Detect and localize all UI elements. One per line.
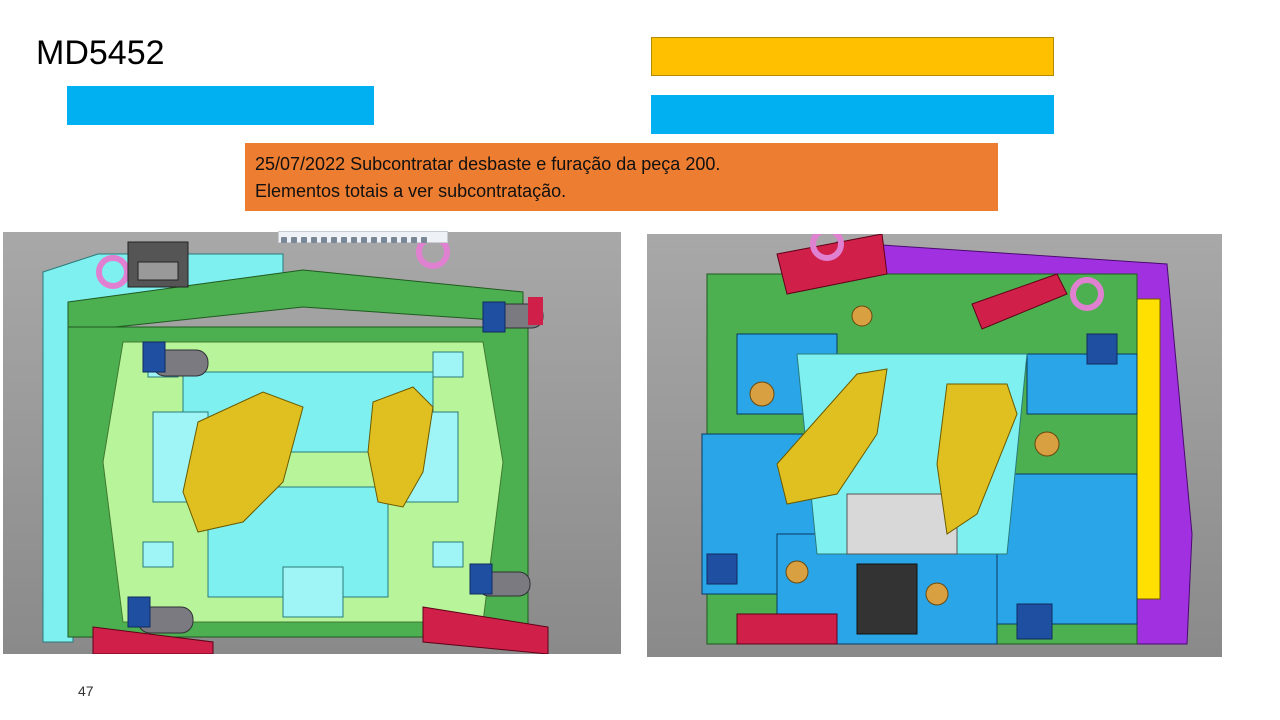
blue-status-bar-right <box>651 95 1054 134</box>
zoom-icon[interactable] <box>281 237 287 243</box>
settings-icon[interactable] <box>391 237 397 243</box>
more-icon[interactable] <box>411 237 417 243</box>
note-line-1: 25/07/2022 Subcontratar desbaste e furaç… <box>255 154 721 174</box>
hide-icon[interactable] <box>351 237 357 243</box>
cad-toolbar[interactable] <box>278 231 448 243</box>
section-icon[interactable] <box>331 237 337 243</box>
page-number: 47 <box>78 683 94 699</box>
render-icon[interactable] <box>401 237 407 243</box>
blue-status-bar-left <box>67 86 374 125</box>
eyebolt-icon <box>810 234 1104 311</box>
color-icon[interactable] <box>371 237 377 243</box>
light-icon[interactable] <box>381 237 387 243</box>
cad-view-left <box>3 232 621 654</box>
rotate-icon[interactable] <box>301 237 307 243</box>
note-line-2: Elementos totais a ver subcontratação. <box>255 181 567 201</box>
close-icon[interactable] <box>421 237 427 243</box>
mold-render-left <box>3 232 621 654</box>
cad-view-right <box>647 234 1222 657</box>
view-icon[interactable] <box>321 237 327 243</box>
mold-render-right <box>647 234 1222 657</box>
pan-icon[interactable] <box>291 237 297 243</box>
measure-icon[interactable] <box>341 237 347 243</box>
fit-icon[interactable] <box>311 237 317 243</box>
yellow-status-bar <box>651 37 1054 76</box>
show-icon[interactable] <box>361 237 367 243</box>
slide-title: MD5452 <box>36 34 165 72</box>
note-box: 25/07/2022 Subcontratar desbaste e furaç… <box>245 143 998 211</box>
